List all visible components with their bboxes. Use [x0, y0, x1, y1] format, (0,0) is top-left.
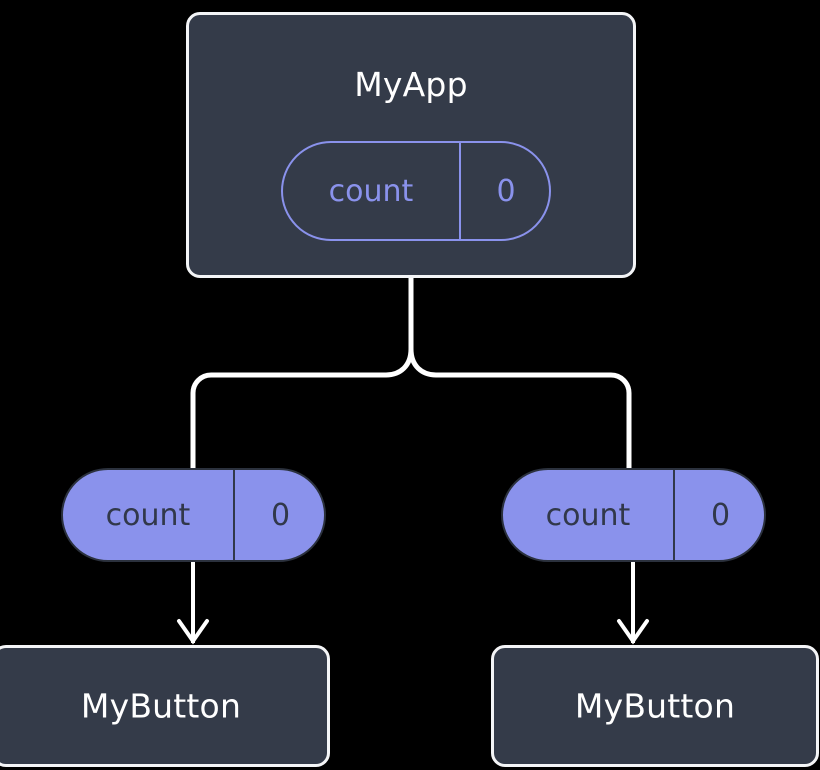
state-pill-branch-left-count[interactable]: count 0 — [61, 468, 326, 562]
state-pill-myapp-count[interactable]: count 0 — [281, 141, 551, 241]
state-pill-branch-right-count-value: 0 — [673, 470, 764, 560]
widget-node-myapp-label: MyApp — [354, 65, 468, 104]
state-pill-myapp-count-key: count — [328, 173, 414, 209]
arrow-head-left-icon — [177, 619, 209, 645]
branch-path-left — [190, 346, 414, 471]
widget-node-mybutton-left[interactable]: MyButton — [0, 645, 330, 767]
widget-node-mybutton-left-label: MyButton — [80, 686, 242, 726]
state-pill-branch-right-count[interactable]: count 0 — [501, 468, 766, 562]
widget-node-myapp[interactable]: MyApp count 0 — [186, 12, 636, 278]
state-pill-myapp-count-value: 0 — [459, 143, 549, 239]
state-pill-branch-left-count-value: 0 — [233, 470, 324, 560]
state-pill-branch-right-count-key: count — [545, 497, 631, 533]
widget-node-mybutton-right-label: MyButton — [574, 686, 736, 726]
branch-path-right — [408, 346, 632, 471]
arrow-head-right-icon — [617, 619, 649, 645]
widget-node-mybutton-right[interactable]: MyButton — [491, 645, 819, 767]
state-pill-branch-left-count-key: count — [105, 497, 191, 533]
